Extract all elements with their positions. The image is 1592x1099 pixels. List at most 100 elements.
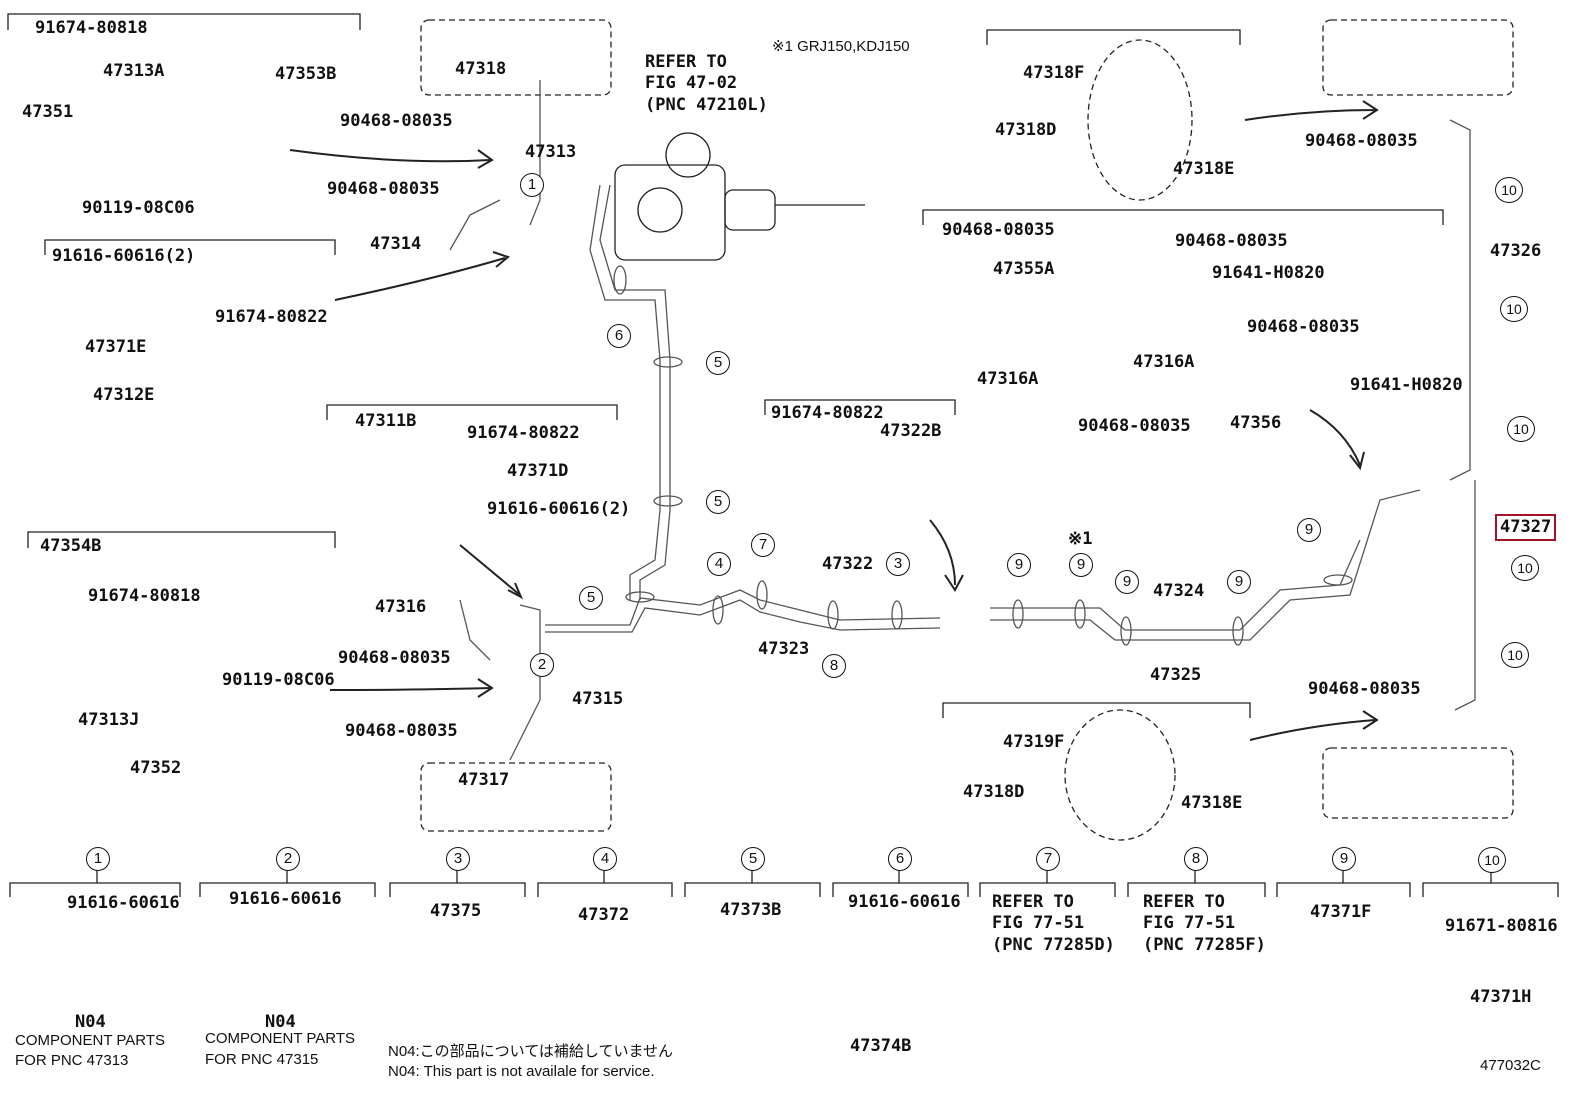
part-label[interactable]: 47371D (507, 461, 569, 481)
part-label[interactable]: 47322B (880, 421, 942, 441)
part-label[interactable]: 90468-08035 (1078, 416, 1191, 436)
legend-part-label[interactable]: 91671-80816 (1445, 916, 1558, 936)
part-label[interactable]: 47313 (525, 142, 577, 162)
component-note: COMPONENT PARTS (15, 1032, 166, 1049)
part-label[interactable]: 47318E (1181, 793, 1243, 813)
part-label[interactable]: 47352 (130, 758, 182, 778)
part-label[interactable]: 47351 (22, 102, 74, 122)
part-label[interactable]: 47325 (1150, 665, 1202, 685)
legend-part-label[interactable]: N04 (75, 1012, 106, 1032)
part-label[interactable]: 47327 (1494, 514, 1557, 541)
part-label[interactable]: 47326 (1490, 241, 1542, 261)
part-label[interactable]: 47314 (370, 234, 422, 254)
part-label[interactable]: 90468-08035 (338, 648, 451, 668)
legend-key: 4 (593, 847, 617, 871)
legend-part-label[interactable]: 47372 (578, 905, 630, 925)
legend-part-label[interactable]: 91616-60616 (848, 892, 961, 912)
part-label[interactable]: 91674-80822 (771, 403, 884, 423)
legend-part-label[interactable]: (PNC 77285F) (1143, 935, 1266, 955)
callout-number: 10 (1501, 642, 1529, 668)
part-label[interactable]: 91641-H0820 (1212, 263, 1325, 283)
service-note-jp: N04:この部品については補給していません (388, 1043, 674, 1060)
figure-id: 477032C (1480, 1057, 1541, 1074)
callout-number: 5 (706, 490, 730, 514)
callout-number: 2 (530, 653, 554, 677)
part-label[interactable]: 91674-80818 (88, 586, 201, 606)
callout-number: 5 (706, 351, 730, 375)
part-label[interactable]: (PNC 47210L) (645, 95, 768, 115)
legend-part-label[interactable]: (PNC 77285D) (992, 935, 1115, 955)
part-label[interactable]: 47313J (78, 710, 140, 730)
legend-part-label[interactable]: 91616-60616 (229, 889, 342, 909)
legend-part-label[interactable]: FIG 77-51 (1143, 913, 1236, 933)
part-label[interactable]: 91674-80818 (35, 18, 148, 38)
legend-part-label[interactable]: FIG 77-51 (992, 913, 1085, 933)
part-label[interactable]: REFER TO (645, 52, 727, 72)
part-label[interactable]: 90468-08035 (1305, 131, 1418, 151)
callout-number: 6 (607, 324, 631, 348)
legend-part-label[interactable]: 47375 (430, 901, 482, 921)
part-label[interactable]: 47319F (1003, 732, 1065, 752)
part-label[interactable]: 91674-80822 (215, 307, 328, 327)
part-label[interactable]: ※1 (1068, 529, 1093, 549)
callout-number: 5 (579, 586, 603, 610)
part-label[interactable]: 47312E (93, 385, 155, 405)
part-label[interactable]: 47323 (758, 639, 810, 659)
part-label[interactable]: 90468-08035 (1308, 679, 1421, 699)
legend-part-label[interactable]: 91616-60616 (67, 893, 180, 913)
group-brackets (7, 13, 1559, 897)
part-label[interactable]: 91641-H0820 (1350, 375, 1463, 395)
legend-part-label[interactable]: 47374B (850, 1036, 912, 1056)
part-label[interactable]: 47311B (355, 411, 417, 431)
part-label[interactable]: 47316 (375, 597, 427, 617)
part-label[interactable]: 47313A (103, 61, 165, 81)
brake-pipes (449, 80, 1476, 761)
part-label[interactable]: 47355A (993, 259, 1055, 279)
component-note: COMPONENT PARTS (205, 1030, 356, 1047)
part-label[interactable]: 90119-08C06 (82, 198, 195, 218)
part-label[interactable]: 47318E (1173, 159, 1235, 179)
callout-number: 4 (707, 552, 731, 576)
legend-part-label[interactable]: 47371H (1470, 987, 1532, 1007)
callout-number: 9 (1227, 570, 1251, 594)
part-label[interactable]: 47353B (275, 64, 337, 84)
part-label[interactable]: 47324 (1153, 581, 1205, 601)
callout-number: 1 (520, 173, 544, 197)
part-label[interactable]: 47322 (822, 554, 874, 574)
part-label[interactable]: 91616-60616(2) (487, 499, 631, 519)
legend-part-label[interactable]: 47373B (720, 900, 782, 920)
legend-part-label[interactable]: N04 (265, 1012, 296, 1032)
callout-number: 9 (1297, 518, 1321, 542)
part-label[interactable]: 47316A (1133, 352, 1195, 372)
legend-key: 1 (86, 847, 110, 871)
callout-number: 10 (1495, 177, 1523, 203)
part-label[interactable]: 47318 (455, 59, 507, 79)
part-label[interactable]: 47317 (458, 770, 510, 790)
part-label[interactable]: 47318D (963, 782, 1025, 802)
part-label[interactable]: 90119-08C06 (222, 670, 335, 690)
part-label[interactable]: 47315 (572, 689, 624, 709)
part-label[interactable]: FIG 47-02 (645, 73, 738, 93)
callout-number: 10 (1511, 555, 1539, 581)
part-label[interactable]: 91674-80822 (467, 423, 580, 443)
part-label[interactable]: 90468-08035 (340, 111, 453, 131)
callout-number: 10 (1507, 416, 1535, 442)
component-note: FOR PNC 47315 (205, 1051, 319, 1068)
part-label[interactable]: 47354B (40, 536, 102, 556)
part-label[interactable]: 47318D (995, 120, 1057, 140)
part-label[interactable]: 47316A (977, 369, 1039, 389)
part-label[interactable]: 90468-08035 (345, 721, 458, 741)
legend-part-label[interactable]: REFER TO (1143, 892, 1225, 912)
part-label[interactable]: 91616-60616(2) (52, 246, 196, 266)
legend-part-label[interactable]: REFER TO (992, 892, 1074, 912)
legend-part-label[interactable]: 47371F (1310, 902, 1372, 922)
part-label[interactable]: 47356 (1230, 413, 1282, 433)
part-label[interactable]: 90468-08035 (327, 179, 440, 199)
part-label[interactable]: 47371E (85, 337, 147, 357)
part-label[interactable]: 47318F (1023, 63, 1085, 83)
part-label[interactable]: 90468-08035 (1175, 231, 1288, 251)
part-label[interactable]: 90468-08035 (1247, 317, 1360, 337)
part-label[interactable]: 90468-08035 (942, 220, 1055, 240)
arrows (289, 100, 1379, 741)
dashed-boxes (420, 19, 1514, 841)
